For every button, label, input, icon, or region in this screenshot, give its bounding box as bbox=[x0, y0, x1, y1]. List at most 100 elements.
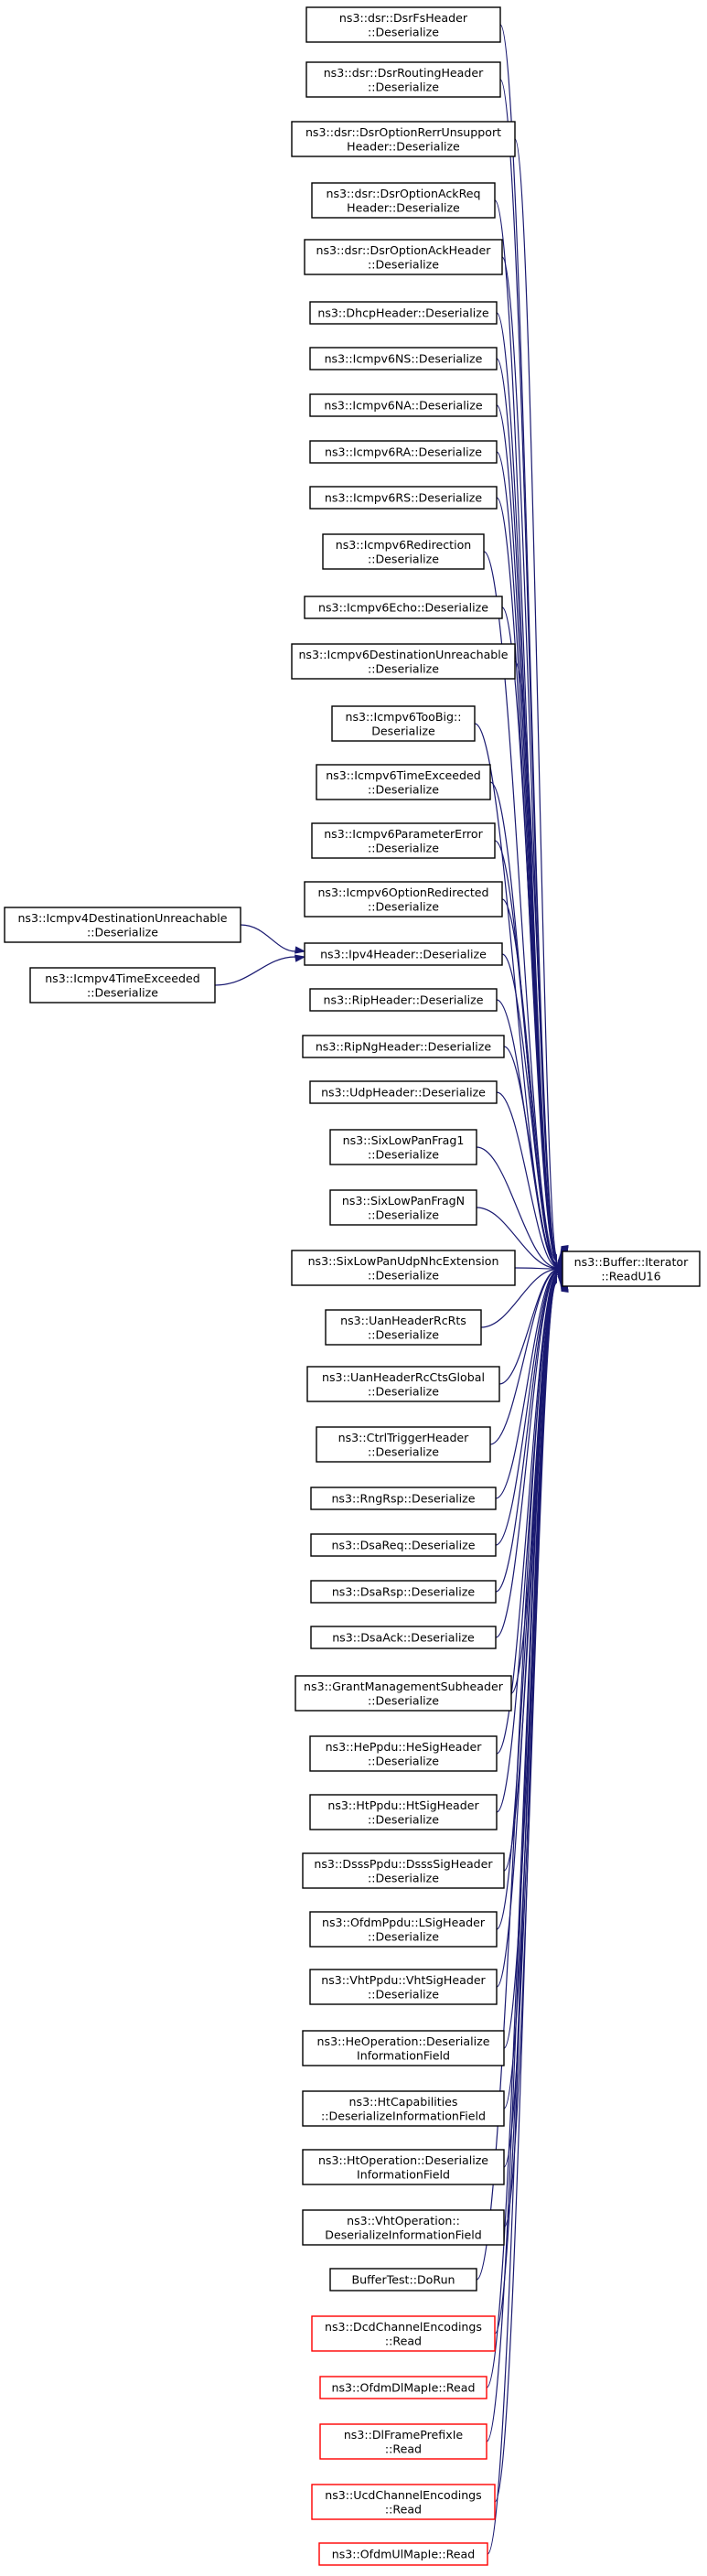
node-label-lsig-0: ns3::OfdmPpdu::LSigHeader bbox=[322, 1916, 486, 1929]
node-icmpv6ns[interactable]: ns3::Icmpv6NS::Deserialize bbox=[309, 347, 498, 370]
node-ipv4[interactable]: ns3::Ipv4Header::Deserialize bbox=[304, 942, 503, 966]
edge-dsrrerr-to-readu16 bbox=[514, 138, 558, 1257]
node-label-dsrrouting-0: ns3::dsr::DsrRoutingHeader bbox=[324, 66, 484, 80]
node-dsrfs[interactable]: ns3::dsr::DsrFsHeader::Deserialize bbox=[305, 6, 501, 43]
node-vhtop[interactable]: ns3::VhtOperation::DeserializeInformatio… bbox=[302, 2209, 505, 2246]
edge-dsaack-to-readu16 bbox=[495, 1272, 558, 1638]
node-ucdenc[interactable]: ns3::UcdChannelEncodings::Read bbox=[311, 2484, 496, 2520]
node-rip[interactable]: ns3::RipHeader::Deserialize bbox=[309, 988, 498, 1012]
node-icmpv6toobig[interactable]: ns3::Icmpv6TooBig::Deserialize bbox=[331, 705, 476, 742]
node-box-dsarsp bbox=[310, 1580, 497, 1604]
node-label-readu16-0: ns3::Buffer::Iterator bbox=[574, 1255, 689, 1269]
node-udp[interactable]: ns3::UdpHeader::Deserialize bbox=[309, 1080, 498, 1104]
node-box-udp bbox=[309, 1080, 498, 1104]
node-dsrrerr[interactable]: ns3::dsr::DsrOptionRerrUnsupportHeader::… bbox=[291, 121, 516, 157]
node-dsareq[interactable]: ns3::DsaReq::Deserialize bbox=[310, 1533, 497, 1557]
node-box-rip bbox=[309, 988, 498, 1012]
node-label-sixfrag1-0: ns3::SixLowPanFrag1 bbox=[343, 1133, 465, 1147]
node-icmpv6param[interactable]: ns3::Icmpv6ParameterError::Deserialize bbox=[311, 822, 496, 859]
node-box-uanrcctsg bbox=[306, 1366, 500, 1402]
edge-udp-to-readu16 bbox=[496, 1091, 558, 1268]
node-label-uanrcctsg-1: ::Deserialize bbox=[368, 1384, 439, 1398]
node-icmpv6na[interactable]: ns3::Icmpv6NA::Deserialize bbox=[309, 393, 498, 417]
node-label-icmpv6time-0: ns3::Icmpv6TimeExceeded bbox=[326, 768, 481, 782]
node-ofdmulmap[interactable]: ns3::OfdmUlMapIe::Read bbox=[318, 2542, 488, 2566]
node-dsrrouting[interactable]: ns3::dsr::DsrRoutingHeader::Deserialize bbox=[305, 61, 501, 98]
node-dcdenc[interactable]: ns3::DcdChannelEncodings::Read bbox=[311, 2315, 496, 2352]
node-sixfragn[interactable]: ns3::SixLowPanFragN::Deserialize bbox=[329, 1189, 477, 1226]
node-label-icmpv6ra-0: ns3::Icmpv6RA::Deserialize bbox=[325, 445, 482, 459]
node-label-icmpv6dest-0: ns3::Icmpv6DestinationUnreachable bbox=[298, 648, 508, 661]
node-dsrack[interactable]: ns3::dsr::DsrOptionAckHeader::Deserializ… bbox=[304, 239, 503, 275]
node-dssssig[interactable]: ns3::DsssPpdu::DsssSigHeader::Deserializ… bbox=[302, 1852, 505, 1889]
node-htcap[interactable]: ns3::HtCapabilities::DeserializeInformat… bbox=[302, 2090, 505, 2127]
node-icmpv6ra[interactable]: ns3::Icmpv6RA::Deserialize bbox=[309, 440, 498, 464]
node-ctrltrigger[interactable]: ns3::CtrlTriggerHeader::Deserialize bbox=[316, 1426, 491, 1463]
node-label-uanrcrts-0: ns3::UanHeaderRcRts bbox=[340, 1314, 466, 1327]
node-readu16[interactable]: ns3::Buffer::Iterator::ReadU16 bbox=[562, 1250, 701, 1287]
node-buffertest[interactable]: BufferTest::DoRun bbox=[329, 2268, 477, 2292]
node-icmpv6time[interactable]: ns3::Icmpv6TimeExceeded::Deserialize bbox=[316, 764, 491, 800]
node-box-icmpv4dest bbox=[4, 907, 241, 943]
node-dsaack[interactable]: ns3::DsaAck::Deserialize bbox=[310, 1626, 497, 1649]
node-dhcp[interactable]: ns3::DhcpHeader::Deserialize bbox=[309, 301, 498, 325]
node-label-dsrrerr-0: ns3::dsr::DsrOptionRerrUnsupport bbox=[305, 125, 501, 139]
node-label-dsarsp-0: ns3::DsaRsp::Deserialize bbox=[332, 1585, 476, 1599]
node-htop[interactable]: ns3::HtOperation::DeserializeInformation… bbox=[302, 2149, 505, 2185]
node-box-dssssig bbox=[302, 1852, 505, 1889]
node-icmpv6redir[interactable]: ns3::Icmpv6Redirection::Deserialize bbox=[322, 533, 485, 570]
node-dsrackreq[interactable]: ns3::dsr::DsrOptionAckReqHeader::Deseria… bbox=[311, 182, 496, 219]
node-vhtsig[interactable]: ns3::VhtPpdu::VhtSigHeader::Deserialize bbox=[309, 1969, 498, 2005]
node-uanrcrts[interactable]: ns3::UanHeaderRcRts::Deserialize bbox=[325, 1309, 482, 1346]
node-label-htop-0: ns3::HtOperation::Deserialize bbox=[318, 2153, 488, 2167]
node-dlframe[interactable]: ns3::DlFramePrefixIe::Read bbox=[319, 2423, 487, 2460]
node-label-ctrltrigger-1: ::Deserialize bbox=[368, 1444, 439, 1458]
node-label-dsrackreq-1: Header::Deserialize bbox=[347, 200, 460, 214]
edge-heop-to-readu16 bbox=[503, 1276, 558, 2049]
node-ripng[interactable]: ns3::RipNgHeader::Deserialize bbox=[302, 1035, 505, 1058]
node-label-icmpv6optredir-0: ns3::Icmpv6OptionRedirected bbox=[317, 886, 488, 899]
node-label-dsrrerr-1: Header::Deserialize bbox=[347, 139, 460, 153]
node-box-icmpv6rs bbox=[309, 486, 498, 510]
node-icmpv6dest[interactable]: ns3::Icmpv6DestinationUnreachable::Deser… bbox=[291, 643, 516, 680]
node-box-icmpv6time bbox=[316, 764, 491, 800]
node-icmpv6rs[interactable]: ns3::Icmpv6RS::Deserialize bbox=[309, 486, 498, 510]
node-dsarsp[interactable]: ns3::DsaRsp::Deserialize bbox=[310, 1580, 497, 1604]
node-label-uanrcctsg-0: ns3::UanHeaderRcCtsGlobal bbox=[322, 1370, 485, 1384]
edge-htsig-to-readu16 bbox=[496, 1273, 558, 1813]
node-icmpv4time[interactable]: ns3::Icmpv4TimeExceeded::Deserialize bbox=[29, 967, 216, 1004]
node-htsig[interactable]: ns3::HtPpdu::HtSigHeader::Deserialize bbox=[309, 1794, 498, 1830]
node-box-icmpv6redir bbox=[322, 533, 485, 570]
edge-ctrltrigger-to-readu16 bbox=[489, 1270, 558, 1445]
node-box-uanrcrts bbox=[325, 1309, 482, 1346]
node-box-sixfrag1 bbox=[329, 1129, 477, 1165]
node-sixudpnhc[interactable]: ns3::SixLowPanUdpNhcExtension::Deseriali… bbox=[291, 1250, 516, 1286]
node-box-sixfragn bbox=[329, 1189, 477, 1226]
node-box-icmpv6toobig bbox=[331, 705, 476, 742]
node-box-dsrrerr bbox=[291, 121, 516, 157]
node-label-icmpv6toobig-1: Deserialize bbox=[371, 724, 435, 737]
edge-icmpv6dest-to-readu16 bbox=[514, 660, 558, 1263]
node-label-icmpv6param-1: ::Deserialize bbox=[368, 841, 439, 854]
node-label-sixfrag1-1: ::Deserialize bbox=[368, 1147, 439, 1161]
node-icmpv6echo[interactable]: ns3::Icmpv6Echo::Deserialize bbox=[304, 596, 503, 619]
node-hesig[interactable]: ns3::HePpdu::HeSigHeader::Deserialize bbox=[309, 1735, 498, 1772]
node-label-dsrfs-0: ns3::dsr::DsrFsHeader bbox=[339, 11, 468, 25]
node-uanrcctsg[interactable]: ns3::UanHeaderRcCtsGlobal::Deserialize bbox=[306, 1366, 500, 1402]
node-label-icmpv6ns-0: ns3::Icmpv6NS::Deserialize bbox=[325, 352, 483, 366]
node-rngrsp[interactable]: ns3::RngRsp::Deserialize bbox=[310, 1487, 497, 1510]
edge-uanrcrts-to-readu16 bbox=[480, 1269, 558, 1328]
node-label-icmpv4dest-1: ::Deserialize bbox=[87, 925, 158, 939]
node-grantmgmt[interactable]: ns3::GrantManagementSubheader::Deseriali… bbox=[295, 1675, 512, 1712]
node-label-sixfragn-1: ::Deserialize bbox=[368, 1208, 439, 1221]
node-box-ipv4 bbox=[304, 942, 503, 966]
node-icmpv6optredir[interactable]: ns3::Icmpv6OptionRedirected::Deserialize bbox=[304, 881, 503, 918]
node-heop[interactable]: ns3::HeOperation::DeserializeInformation… bbox=[302, 2030, 505, 2066]
edge-vhtsig-to-readu16 bbox=[496, 1275, 558, 1988]
node-sixfrag1[interactable]: ns3::SixLowPanFrag1::Deserialize bbox=[329, 1129, 477, 1165]
node-lsig[interactable]: ns3::OfdmPpdu::LSigHeader::Deserialize bbox=[309, 1911, 498, 1948]
node-ofdmdlmap[interactable]: ns3::OfdmDlMapIe::Read bbox=[319, 2376, 487, 2399]
node-box-dsareq bbox=[310, 1533, 497, 1557]
node-icmpv4dest[interactable]: ns3::Icmpv4DestinationUnreachable::Deser… bbox=[4, 907, 241, 943]
node-label-readu16-1: ::ReadU16 bbox=[601, 1269, 660, 1283]
